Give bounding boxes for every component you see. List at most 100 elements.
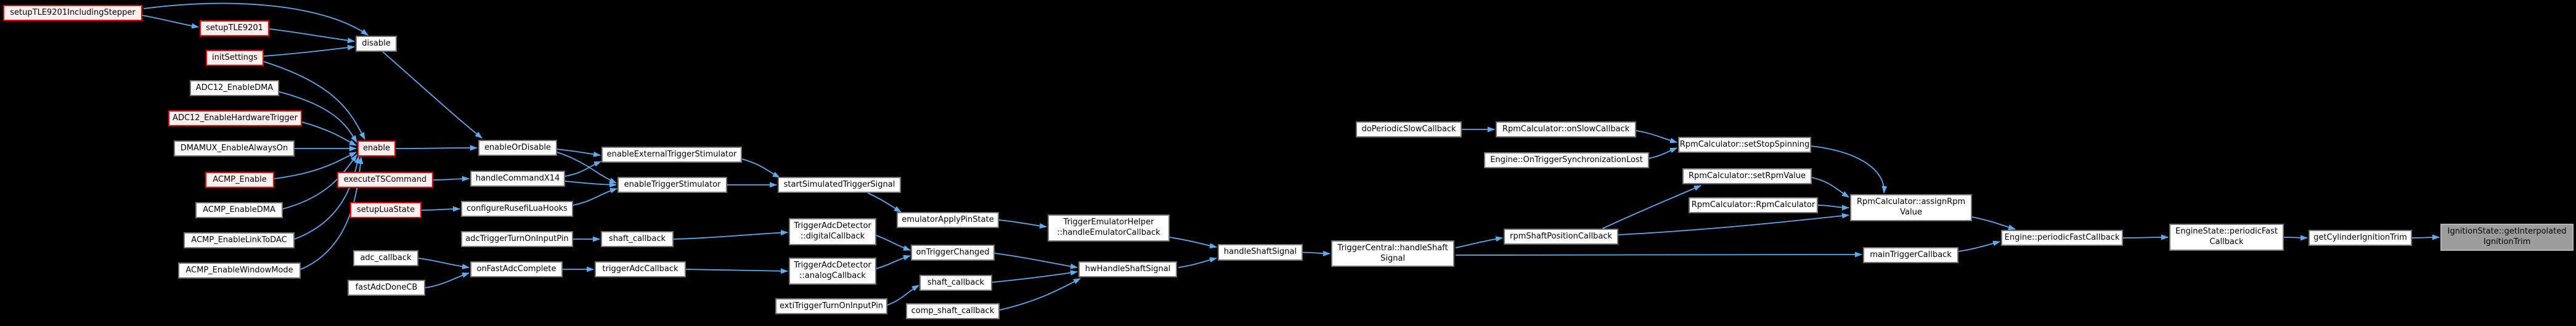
node-ADC12_EnableDMA[interactable]: ADC12_EnableDMA [190, 80, 279, 96]
node-setupLuaState[interactable]: setupLuaState [350, 202, 422, 218]
node-label: enableExternalTriggerStimulator [606, 149, 737, 159]
node-adcTriggerTurnOnInputPin[interactable]: adcTriggerTurnOnInputPin [461, 231, 573, 247]
node-executeTSCommand[interactable]: executeTSCommand [337, 172, 433, 188]
node-shaft_callback_2[interactable]: shaft_callback [919, 275, 992, 291]
node-comp_shaft_callback[interactable]: comp_shaft_callback [906, 303, 1000, 319]
node-label: ACMP_EnableLinkToDAC [191, 235, 287, 245]
edge-hwHandleShaftSignal-to-handleShaftSignal [1178, 257, 1217, 268]
edge-enableExternalTriggerStimulator-to-startSimulatedTriggerSignal [741, 158, 780, 178]
edge-startSimulatedTriggerSignal-to-emulatorApplyPinState [867, 192, 902, 213]
node-label: TriggerCentral::handleShaft [1337, 243, 1448, 253]
node-ACMP_EnableWindowMode[interactable]: ACMP_EnableWindowMode [178, 263, 301, 279]
edge-ADC12_EnableHardwareTrigger-to-enable [301, 121, 357, 146]
node-doPeriodicSlowCallback[interactable]: doPeriodicSlowCallback [1356, 121, 1462, 137]
node-label: ACMP_EnableWindowMode [185, 265, 293, 275]
node-label: comp_shaft_callback [911, 306, 995, 316]
node-onFastAdcComplete[interactable]: onFastAdcComplete [470, 261, 563, 277]
node-handleCommandX14[interactable]: handleCommandX14 [470, 171, 565, 187]
node-setupTLE9201[interactable]: setupTLE9201 [200, 20, 269, 36]
node-enableTriggerStimulator[interactable]: enableTriggerStimulator [618, 177, 727, 193]
edge-TriggerAdcDetector_digitalCallback-to-onTriggerChanged [876, 235, 911, 251]
node-label: shaft_callback [608, 234, 666, 243]
node-setupTLE9201IncludingStepper[interactable]: setupTLE9201IncludingStepper [3, 5, 142, 21]
edge-setupTLE9201IncludingStepper-to-setupTLE9201 [142, 15, 199, 29]
node-label: Callback [2209, 237, 2244, 247]
node-DMAMUX_EnableAlwaysOn[interactable]: DMAMUX_EnableAlwaysOn [174, 141, 295, 157]
edge-disable-to-enableOrDisable [382, 51, 483, 139]
node-disable[interactable]: disable [356, 36, 397, 52]
node-hwHandleShaftSignal[interactable]: hwHandleShaftSignal [1078, 261, 1177, 277]
edge-RpmCalculator_setRpmValue-to-RpmCalculator_assignRpmValue [1811, 177, 1849, 198]
node-fastAdcDoneCB[interactable]: fastAdcDoneCB [348, 280, 425, 296]
edge-rpmShaftPositionCallback-to-RpmCalculator_assignRpmValue [1618, 213, 1849, 235]
node-configureRusefiLuaHooks[interactable]: configureRusefiLuaHooks [461, 201, 573, 217]
node-getCylinderIgnitionTrim[interactable]: getCylinderIgnitionTrim [2309, 230, 2412, 246]
node-label: adc_callback [360, 253, 412, 263]
edge-ACMP_Enable-to-enable [274, 152, 357, 179]
node-label: adcTriggerTurnOnInputPin [465, 234, 569, 243]
node-TriggerAdcDetector_digitalCallback[interactable]: TriggerAdcDetector::digitalCallback [789, 218, 876, 245]
node-label: enable [362, 143, 391, 153]
edge-fastAdcDoneCB-to-onFastAdcComplete [425, 272, 470, 288]
node-label: TriggerEmulatorHelper [1063, 218, 1154, 227]
node-TriggerAdcDetector_analogCallback[interactable]: TriggerAdcDetector::analogCallback [789, 258, 876, 285]
node-enableOrDisable[interactable]: enableOrDisable [478, 140, 557, 156]
edge-comp_shaft_callback-to-hwHandleShaftSignal [999, 278, 1081, 311]
node-label: TriggerAdcDetector [794, 261, 871, 271]
node-label: disable [362, 38, 391, 48]
node-ACMP_Enable[interactable]: ACMP_Enable [205, 172, 274, 188]
node-onTriggerChanged[interactable]: onTriggerChanged [911, 245, 995, 261]
node-label: RpmCalculator::onSlowCallback [1502, 124, 1630, 134]
node-label: fastAdcDoneCB [355, 282, 418, 292]
node-mainTriggerCallback[interactable]: mainTriggerCallback [1863, 247, 1958, 263]
node-shaft_callback[interactable]: shaft_callback [601, 231, 674, 247]
edge-TriggerAdcDetector_analogCallback-to-onTriggerChanged [876, 255, 911, 269]
node-label: TriggerAdcDetector [794, 221, 871, 231]
edge-rpmShaftPositionCallback-to-RpmCalculator_setRpmValue [1602, 185, 1702, 229]
node-extiTriggerTurnOnInputPin[interactable]: extiTriggerTurnOnInputPin [775, 298, 887, 314]
node-label: IgnitionTrim [2483, 237, 2531, 247]
edge-RpmCalculator_setStopSpinning-to-RpmCalculator_assignRpmValue [1811, 145, 1888, 194]
edge-Engine_periodicFastCallback-to-EngineState_periodicFastCallback [2122, 234, 2169, 240]
edge-enableOrDisable-to-enableTriggerStimulator [556, 152, 617, 184]
edge-TriggerEmulatorHelper_handleEmulatorCallback-to-handleShaftSignal [1169, 237, 1217, 249]
node-label: configureRusefiLuaHooks [467, 203, 568, 213]
node-label: RpmCalculator::setStopSpinning [1679, 139, 1810, 149]
node-initSettings[interactable]: initSettings [206, 50, 264, 66]
node-label: ACMP_EnableDMA [203, 205, 275, 214]
node-RpmCalculator_onSlowCallback[interactable]: RpmCalculator::onSlowCallback [1496, 121, 1636, 137]
node-handleShaftSignal[interactable]: handleShaftSignal [1218, 244, 1303, 261]
edge-extiTriggerTurnOnInputPin-to-shaft_callback_2 [887, 285, 919, 306]
node-RpmCalculator_RpmCalculator[interactable]: RpmCalculator::RpmCalculator [1689, 197, 1818, 213]
node-enable[interactable]: enable [357, 141, 396, 157]
node-label: handleCommandX14 [475, 173, 560, 183]
node-adc_callback[interactable]: adc_callback [353, 250, 418, 266]
edge-setupTLE9201-to-disable [269, 28, 355, 44]
node-ADC12_EnableHardwareTrigger[interactable]: ADC12_EnableHardwareTrigger [168, 110, 302, 126]
node-RpmCalculator_setRpmValue[interactable]: RpmCalculator::setRpmValue [1682, 168, 1812, 184]
node-enableExternalTriggerStimulator[interactable]: enableExternalTriggerStimulator [601, 147, 742, 163]
node-ACMP_EnableDMA[interactable]: ACMP_EnableDMA [195, 202, 283, 218]
node-label: RpmCalculator::setRpmValue [1688, 171, 1806, 181]
node-RpmCalculator_setStopSpinning[interactable]: RpmCalculator::setStopSpinning [1678, 137, 1811, 153]
node-label: mainTriggerCallback [1870, 250, 1952, 259]
node-ACMP_EnableLinkToDAC[interactable]: ACMP_EnableLinkToDAC [184, 232, 295, 248]
node-emulatorApplyPinState[interactable]: emulatorApplyPinState [897, 212, 999, 228]
node-triggerAdcCallback[interactable]: triggerAdcCallback [595, 261, 686, 277]
node-startSimulatedTriggerSignal[interactable]: startSimulatedTriggerSignal [778, 177, 901, 193]
node-Engine_OnTriggerSynchronizationLost[interactable]: Engine::OnTriggerSynchronizationLost [1484, 152, 1649, 168]
edge-enableOrDisable-to-enableExternalTriggerStimulator [556, 149, 601, 157]
node-label: enableTriggerStimulator [624, 179, 721, 189]
node-label: Value [1900, 208, 1922, 217]
node-label: onFastAdcComplete [476, 264, 556, 274]
edge-RpmCalculator_assignRpmValue-to-Engine_periodicFastCallback [1971, 216, 2016, 230]
node-rpmShaftPositionCallback[interactable]: rpmShaftPositionCallback [1504, 229, 1618, 245]
edge-onTriggerChanged-to-hwHandleShaftSignal [994, 253, 1078, 269]
node-TriggerEmulatorHelper_handleEmulatorCallback[interactable]: TriggerEmulatorHelper::handleEmulatorCal… [1048, 214, 1170, 242]
node-Engine_periodicFastCallback[interactable]: Engine::periodicFastCallback [2001, 230, 2123, 246]
edge-handleShaftSignal-to-TriggerCentral_handleShaftSignal [1302, 250, 1331, 256]
